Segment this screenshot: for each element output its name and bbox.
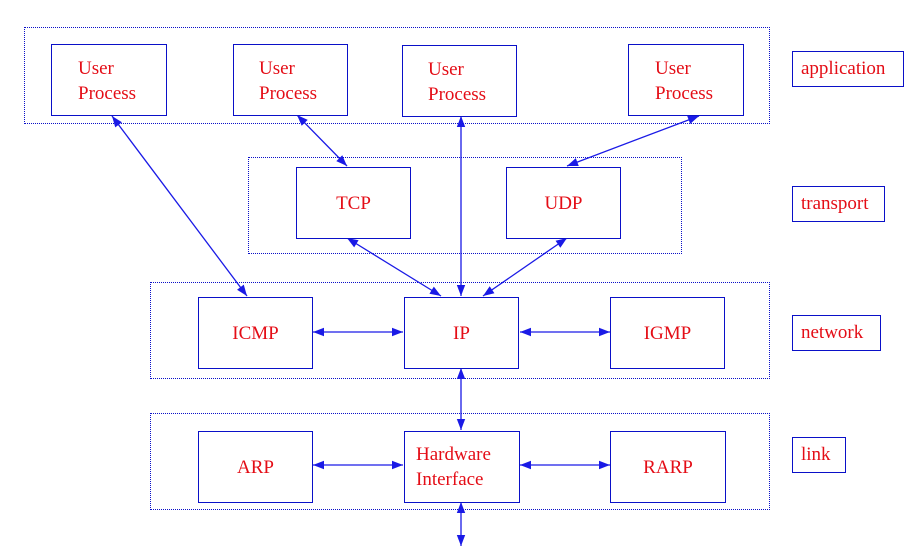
arrow-hardware-rarp [520,460,610,470]
arrowhead [483,286,495,296]
arrowhead [112,116,122,128]
arrow-tcp-ip [346,237,442,297]
arrowhead [456,285,466,296]
arrowhead [599,460,610,470]
application-group [24,27,770,124]
arrowhead [297,115,308,126]
arrow-hardware-out [456,502,466,546]
user-process-1-line2: Process [78,83,137,104]
arrow-ip-hardware [456,368,466,430]
arrowhead [599,327,610,337]
arrowhead [392,460,403,470]
udp-box: UDP [506,167,621,239]
arrow-ip-igmp [520,327,610,337]
tcp-label: TCP [336,192,371,214]
igmp-label: IGMP [643,322,692,344]
icmp-label: ICMP [232,322,279,344]
arrowhead [456,502,466,513]
hardware-interface-line2: Interface [416,469,484,490]
arrowhead [429,286,441,296]
arrowhead [456,116,466,127]
arrowhead [687,115,699,124]
user-process-box-4: User Process [628,44,744,116]
rarp-box: RARP [610,431,726,503]
transport-group [248,157,682,254]
arrow-userproc1-icmp [111,115,248,297]
hardware-interface-line1: Hardware [416,444,491,465]
hardware-interface-box: Hardware Interface [404,431,520,503]
arrowhead [313,327,324,337]
udp-label: UDP [544,192,583,214]
arrow-icmp-ip [313,327,403,337]
rarp-label: RARP [643,456,693,478]
arrowhead [347,238,359,248]
arrowhead [392,327,403,337]
arrowhead [567,158,579,167]
layer-label-application: application [792,51,904,87]
arrowhead [456,419,466,430]
ip-box: IP [404,297,519,369]
user-process-1-line1: User [78,58,114,79]
user-process-4-line2: Process [655,83,714,104]
user-process-box-1: User Process [51,44,167,116]
arrowhead [456,535,466,546]
user-process-3-line2: Process [428,84,487,105]
arrowhead [336,155,347,166]
user-process-2-line2: Process [259,83,318,104]
user-process-2-line1: User [259,58,295,79]
arrow-userproc4-udp [566,115,700,167]
user-process-box-3: User Process [402,45,517,117]
layer-label-link: link [792,437,846,473]
arrow-userproc3-ip [456,116,466,296]
tcp-box: TCP [296,167,411,239]
ip-label: IP [453,322,470,344]
user-process-box-2: User Process [233,44,348,116]
arrowhead [456,368,466,379]
icmp-box: ICMP [198,297,313,369]
arrowhead [237,284,247,296]
user-process-3-line1: User [428,59,464,80]
layer-label-transport: transport [792,186,885,222]
arp-label: ARP [237,456,274,478]
arrow-arp-hardware [313,460,403,470]
arrow-udp-ip [482,237,568,297]
layer-label-network: network [792,315,881,351]
arrowhead [555,238,567,248]
arrow-userproc2-tcp [296,114,348,167]
arrowhead [520,460,531,470]
user-process-4-line1: User [655,58,691,79]
arp-box: ARP [198,431,313,503]
arrowhead [520,327,531,337]
igmp-box: IGMP [610,297,725,369]
arrowhead [313,460,324,470]
